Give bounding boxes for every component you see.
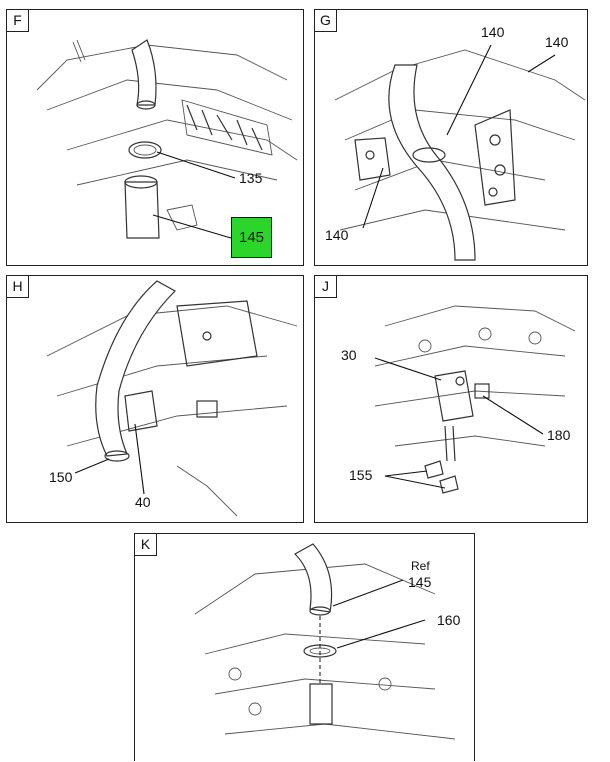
callout-140-right: 140 xyxy=(545,34,569,50)
callout-145-highlight[interactable]: 145 xyxy=(231,217,272,258)
panel-k-tag: K xyxy=(135,534,157,556)
callout-150: 150 xyxy=(49,469,73,485)
panel-f-tag: F xyxy=(7,10,29,32)
callout-40: 40 xyxy=(135,494,151,510)
panel-f: F 135 145 xyxy=(6,9,304,266)
callout-135: 135 xyxy=(239,170,263,186)
panel-g-tag: G xyxy=(315,10,337,32)
panel-h-drawing xyxy=(46,280,298,517)
callout-180: 180 xyxy=(547,427,571,443)
panel-h-tag: H xyxy=(7,276,29,298)
panel-j-tag: J xyxy=(315,276,337,298)
callout-ref: Ref xyxy=(411,559,430,573)
panel-j: J 30 180 155 xyxy=(314,275,588,523)
panel-g: G 140 140 140 xyxy=(314,9,588,266)
callout-160: 160 xyxy=(437,612,461,628)
panel-k: K Ref 145 160 xyxy=(134,533,475,761)
callout-155: 155 xyxy=(349,467,373,483)
panel-g-drawing xyxy=(334,44,586,261)
callout-30: 30 xyxy=(341,347,357,363)
callout-140-top: 140 xyxy=(481,24,505,40)
callout-145-ref: 145 xyxy=(408,574,432,590)
panel-f-drawing xyxy=(36,39,298,239)
panel-k-drawing xyxy=(194,543,456,740)
callout-140-left: 140 xyxy=(325,227,349,243)
panel-j-drawing xyxy=(374,305,576,494)
panel-h: H 150 40 xyxy=(6,275,304,523)
